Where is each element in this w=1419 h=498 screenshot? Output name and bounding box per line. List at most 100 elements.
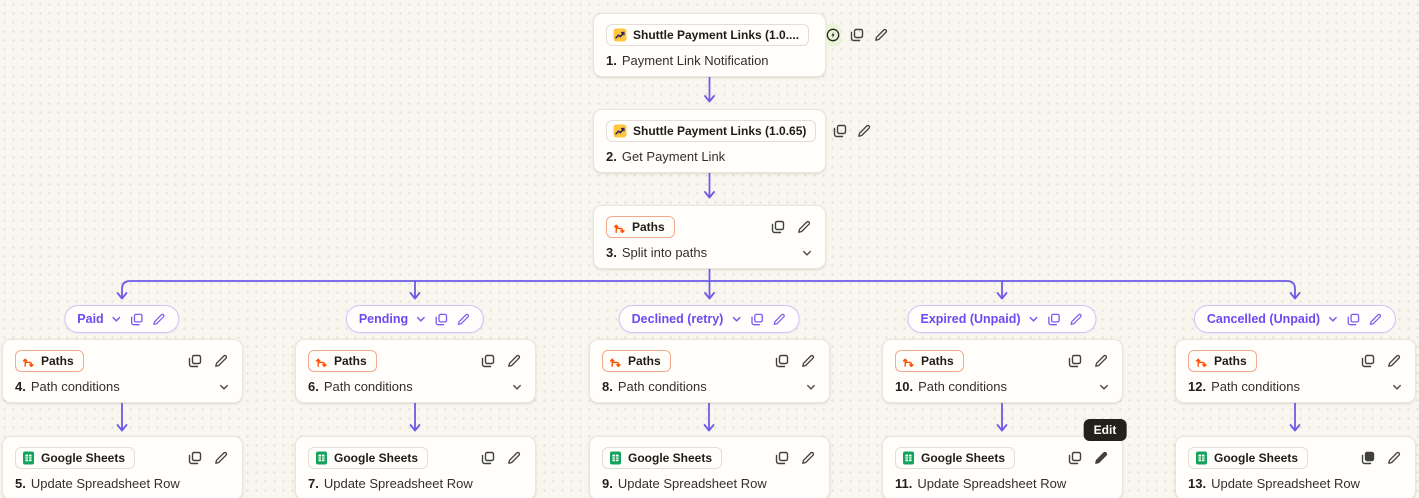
sheets-node-5[interactable]: Google Sheets 5. Update Spreadsheet Row — [2, 436, 243, 498]
copy-icon[interactable] — [1047, 312, 1062, 327]
app-badge: Google Sheets — [1188, 447, 1309, 469]
chevron-down-icon[interactable] — [511, 381, 523, 393]
sheets-node-7[interactable]: Google Sheets 7. Update Spreadsheet Row — [295, 436, 536, 498]
copy-icon[interactable] — [832, 122, 848, 140]
app-badge-label: Paths — [334, 354, 367, 368]
copy-icon[interactable] — [186, 449, 204, 467]
sheets-node-11[interactable]: Google Sheets 11. Update Spreadsheet Row — [882, 436, 1123, 498]
node-title: Payment Link Notification — [621, 53, 769, 68]
path-conditions-node-12[interactable]: Paths 12. Path conditions — [1175, 339, 1416, 403]
chevron-down-icon[interactable] — [218, 381, 230, 393]
google-sheets-icon — [902, 451, 915, 465]
node-title: Get Payment Link — [621, 149, 726, 164]
chevron-down-icon[interactable] — [1327, 313, 1339, 325]
edit-pencil-icon[interactable] — [505, 449, 523, 467]
edit-pencil-icon[interactable] — [873, 26, 889, 44]
edit-pencil-icon[interactable] — [799, 449, 817, 467]
edit-pencil-icon[interactable] — [771, 312, 786, 327]
app-badge-label: Paths — [632, 220, 665, 234]
chevron-down-icon[interactable] — [1028, 313, 1040, 325]
edit-pencil-icon[interactable] — [456, 312, 471, 327]
chevron-down-icon[interactable] — [805, 381, 817, 393]
paths-badge: Paths — [602, 350, 671, 372]
app-badge-label: Shuttle Payment Links (1.0.65) — [633, 124, 807, 138]
edit-pencil-icon[interactable] — [795, 218, 813, 236]
paths-icon — [22, 358, 34, 367]
copy-icon[interactable] — [186, 352, 204, 370]
edit-pencil-icon[interactable] — [856, 122, 872, 140]
path-conditions-node-6[interactable]: Paths 6. Path conditions — [295, 339, 536, 403]
step-number: 10. — [895, 379, 914, 394]
step-number: 6. — [308, 379, 319, 394]
copy-icon[interactable] — [1359, 352, 1377, 370]
branch-label: Declined (retry) — [631, 312, 724, 326]
copy-icon[interactable] — [130, 312, 145, 327]
branch-pill-pending[interactable]: Pending — [345, 305, 485, 333]
copy-icon[interactable] — [769, 218, 787, 236]
step-number: 9. — [602, 476, 613, 491]
chevron-down-icon[interactable] — [801, 247, 813, 259]
split-paths-node[interactable]: Paths 3. Split into paths — [593, 205, 826, 269]
copy-icon[interactable] — [773, 352, 791, 370]
node-title: Path conditions — [1211, 379, 1300, 394]
copy-icon[interactable] — [749, 312, 764, 327]
path-conditions-node-8[interactable]: Paths 8. Path conditions — [589, 339, 830, 403]
edit-pencil-icon[interactable] — [1368, 312, 1383, 327]
edit-pencil-icon[interactable] — [1385, 449, 1403, 467]
branch-label: Cancelled (Unpaid) — [1206, 312, 1321, 326]
copy-icon[interactable] — [1066, 352, 1084, 370]
edit-pencil-icon[interactable] — [505, 352, 523, 370]
edit-pencil-icon[interactable] — [212, 449, 230, 467]
sheets-node-9[interactable]: Google Sheets 9. Update Spreadsheet Row — [589, 436, 830, 498]
shuttle-app-icon — [613, 124, 627, 138]
copy-icon-active[interactable] — [1359, 449, 1377, 467]
edit-pencil-icon[interactable] — [799, 352, 817, 370]
copy-icon[interactable] — [1346, 312, 1361, 327]
paths-badge: Paths — [15, 350, 84, 372]
edit-pencil-icon[interactable] — [152, 312, 167, 327]
chevron-down-icon[interactable] — [111, 313, 123, 325]
app-badge-label: Paths — [628, 354, 661, 368]
branch-pill-expired[interactable]: Expired (Unpaid) — [907, 305, 1097, 333]
edit-pencil-icon[interactable] — [1385, 352, 1403, 370]
chevron-down-icon[interactable] — [730, 313, 742, 325]
copy-icon[interactable] — [773, 449, 791, 467]
edit-pencil-icon[interactable] — [212, 352, 230, 370]
path-conditions-node-4[interactable]: Paths 4. Path conditions — [2, 339, 243, 403]
step-number: 11. — [895, 476, 913, 491]
step-number: 7. — [308, 476, 319, 491]
trigger-node[interactable]: Shuttle Payment Links (1.0.... 1. Paymen… — [593, 13, 888, 77]
paths-icon — [1195, 358, 1207, 367]
copy-icon[interactable] — [849, 26, 865, 44]
copy-icon[interactable] — [479, 352, 497, 370]
app-badge-label: Google Sheets — [628, 451, 713, 465]
app-badge: Google Sheets — [895, 447, 1016, 469]
app-badge-label: Google Sheets — [334, 451, 419, 465]
paths-badge: Paths — [308, 350, 377, 372]
step-number: 3. — [606, 245, 617, 260]
branch-pill-paid[interactable]: Paid — [64, 305, 180, 333]
action-node-get-payment-link[interactable]: Shuttle Payment Links (1.0.65) 2. Get Pa… — [593, 109, 871, 173]
edit-pencil-icon-hovered[interactable] — [1092, 449, 1110, 467]
edit-pencil-icon[interactable] — [1069, 312, 1084, 327]
sheets-node-13[interactable]: Google Sheets 13. Update Spreadsheet Row — [1175, 436, 1416, 498]
copy-icon[interactable] — [1066, 449, 1084, 467]
instant-trigger-icon[interactable] — [825, 24, 842, 46]
branch-label: Expired (Unpaid) — [920, 312, 1021, 326]
app-badge-label: Paths — [41, 354, 74, 368]
chevron-down-icon[interactable] — [415, 313, 427, 325]
app-badge-label: Google Sheets — [921, 451, 1006, 465]
branch-pill-cancelled[interactable]: Cancelled (Unpaid) — [1193, 305, 1397, 333]
chevron-down-icon[interactable] — [1098, 381, 1110, 393]
copy-icon[interactable] — [434, 312, 449, 327]
node-title: Update Spreadsheet Row — [1211, 476, 1360, 491]
copy-icon[interactable] — [479, 449, 497, 467]
path-conditions-node-10[interactable]: Paths 10. Path conditions — [882, 339, 1123, 403]
chevron-down-icon[interactable] — [1391, 381, 1403, 393]
paths-icon — [613, 223, 625, 233]
edit-pencil-icon[interactable] — [1092, 352, 1110, 370]
paths-badge: Paths — [606, 216, 675, 238]
app-badge-label: Google Sheets — [41, 451, 126, 465]
branch-pill-declined[interactable]: Declined (retry) — [618, 305, 800, 333]
